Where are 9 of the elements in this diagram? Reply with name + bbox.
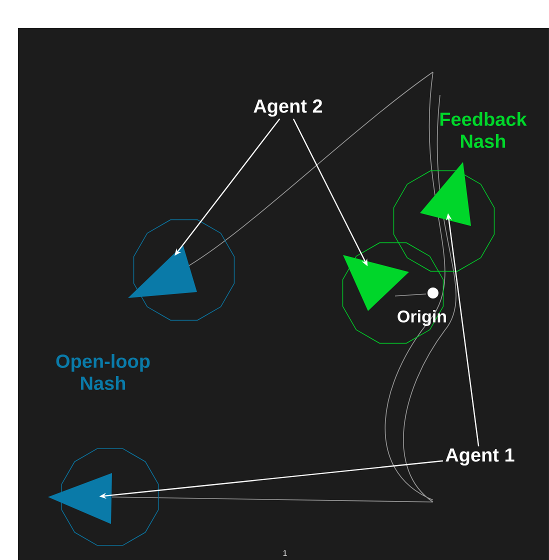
agent-triangle [343, 255, 409, 311]
agent-label: Agent 1 [446, 448, 514, 466]
agent-triangle [128, 245, 197, 298]
page-number: 1 [283, 550, 287, 556]
agent-triangle [420, 162, 471, 226]
nash-label: Feedback Nash [440, 112, 527, 148]
agent-label: Agent 2 [254, 99, 322, 117]
nash-label: Open-loop Nash [56, 354, 150, 390]
agent-triangle [48, 473, 112, 524]
